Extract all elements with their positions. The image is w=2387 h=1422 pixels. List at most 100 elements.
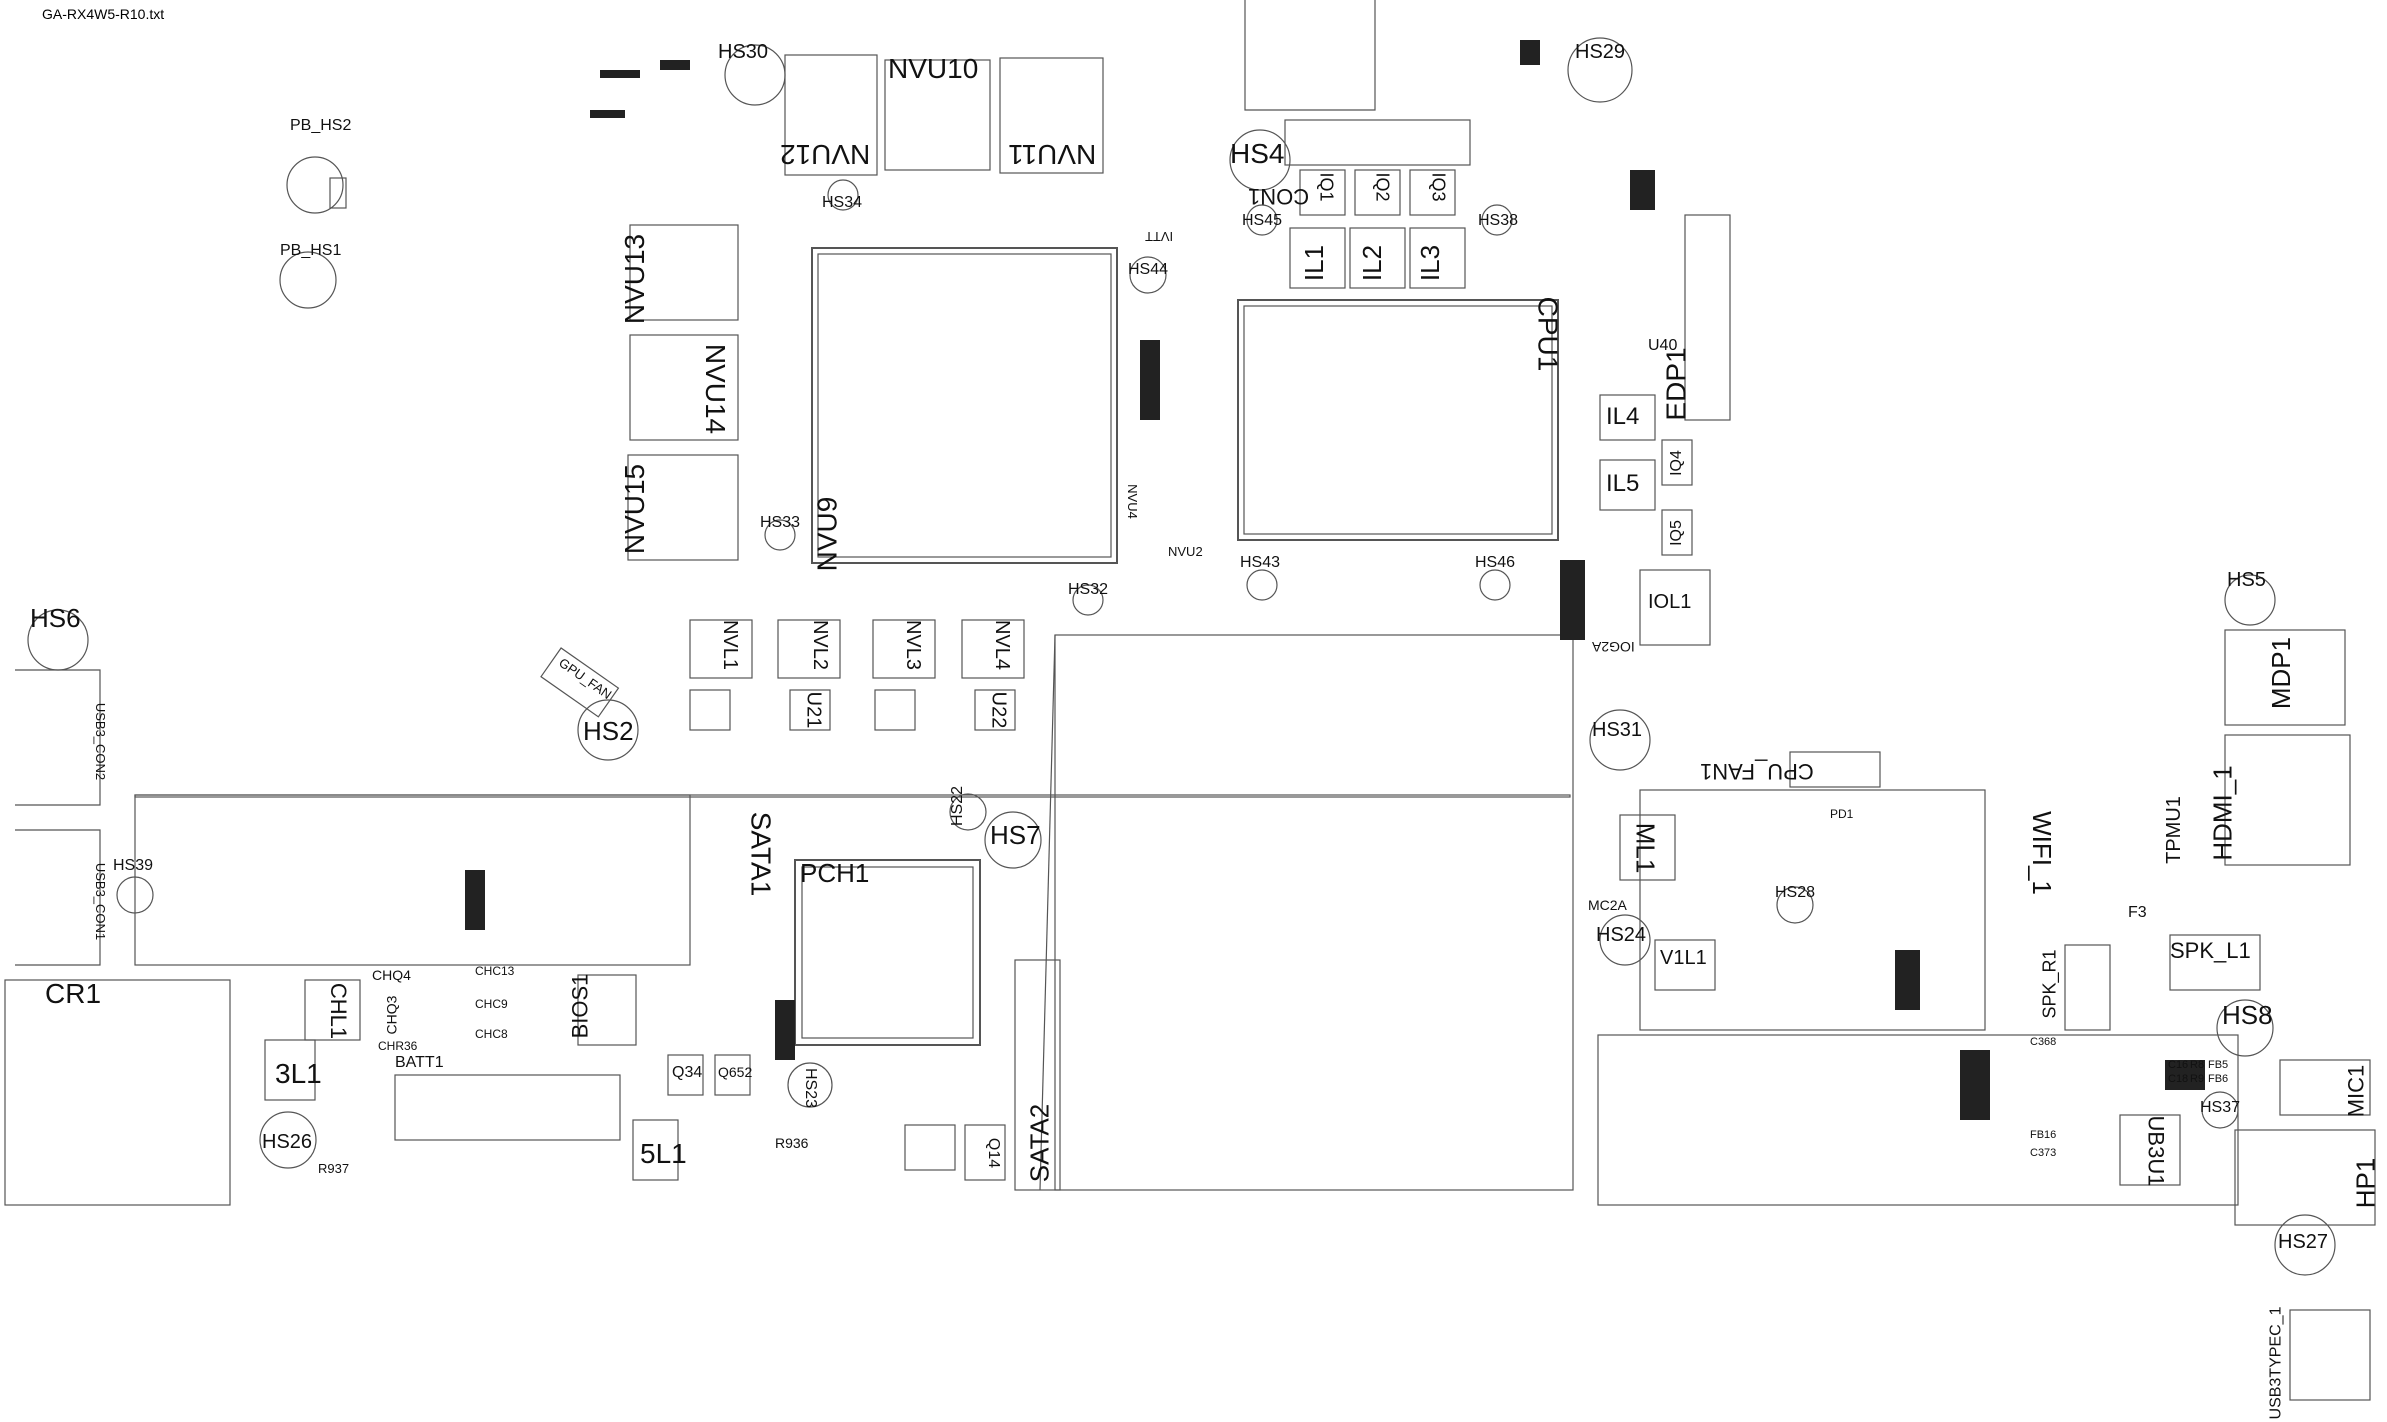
pb-hs2-hole xyxy=(286,156,344,214)
smd-cluster-5 xyxy=(1140,340,1160,420)
label-spk-l1: SPK_L1 xyxy=(2170,938,2251,963)
label-mc2a: MC2A xyxy=(1588,897,1627,913)
hs43-hole xyxy=(1246,569,1278,601)
smd-cluster-2 xyxy=(660,60,690,70)
mic1-jack xyxy=(2279,1059,2371,1116)
label-hs39: HS39 xyxy=(113,857,154,874)
bios1-chip xyxy=(577,974,637,1046)
label-chl1: CHL1 xyxy=(326,982,352,1040)
label-c368: C368 xyxy=(2030,1036,2057,1048)
chl1-inductor xyxy=(304,979,361,1041)
hs4-hole xyxy=(1229,129,1291,191)
label-chc8: CHC8 xyxy=(475,1027,508,1041)
label-pb-hs1: PB_HS1 xyxy=(280,242,342,259)
hs7-hole xyxy=(984,811,1042,869)
label-hs2: HS2 xyxy=(583,716,634,746)
nvu29-footprint xyxy=(689,689,731,731)
hs28-hole xyxy=(1776,886,1814,924)
cpu-fan1-connector xyxy=(1789,751,1881,788)
iol1-inductor xyxy=(1639,569,1711,646)
label-ub3u1: UB3U1 xyxy=(2143,1115,2169,1187)
file-title: GA-RX4W5-R10.txt xyxy=(42,6,165,22)
label-u40: U40 xyxy=(1648,337,1678,354)
hs29-hole xyxy=(1567,37,1633,103)
label-cr1: CR1 xyxy=(45,978,102,1009)
label-iog2a: IOG2A xyxy=(1592,639,1635,655)
nvl1-inductor xyxy=(689,619,753,679)
batt1-holder xyxy=(394,1074,621,1141)
usb3-con2-outline xyxy=(15,669,101,806)
label-tpmu1: TPMU1 xyxy=(2162,796,2185,864)
label-hs44: HS44 xyxy=(1128,261,1169,278)
label-iq4: IQ4 xyxy=(1667,450,1685,476)
pch1-inner xyxy=(801,866,974,1039)
label-nvu12: NVU12 xyxy=(780,139,871,170)
iq3-mosfet xyxy=(1409,169,1456,216)
v1l1-inductor xyxy=(1654,939,1716,991)
label-hs24: HS24 xyxy=(1596,924,1647,946)
label-hs8: HS8 xyxy=(2222,1000,2273,1030)
label-mic1: MIC1 xyxy=(2343,1064,2369,1118)
il3-inductor xyxy=(1409,227,1466,289)
label-sata2: SATA2 xyxy=(1024,1103,1055,1183)
label-hs4: HS4 xyxy=(1230,138,1285,169)
gpu-fan-connector xyxy=(540,647,620,718)
label-v1l1: V1L1 xyxy=(1660,947,1707,969)
label-hs32: HS32 xyxy=(1068,581,1109,598)
label-hs28: HS28 xyxy=(1775,884,1816,901)
hs37-hole xyxy=(2201,1091,2239,1129)
iq2-mosfet xyxy=(1354,169,1401,216)
label-il5: IL5 xyxy=(1606,470,1640,497)
label-r8: R8 xyxy=(2190,1059,2205,1071)
label-hs33: HS33 xyxy=(760,514,801,531)
left-board-edge xyxy=(134,794,691,966)
nvu11-chip xyxy=(999,57,1104,174)
label-il4: IL4 xyxy=(1606,403,1640,430)
label-chc13: CHC13 xyxy=(475,964,515,978)
usb-typec-connector xyxy=(2289,1309,2371,1401)
ub3u1-chip xyxy=(2119,1114,2181,1186)
label-usb3-con2: USB3_CON2 xyxy=(93,702,109,781)
label-pd1: PD1 xyxy=(1830,807,1854,821)
label-hdmi-1: HDMI_1 xyxy=(2207,765,2238,861)
label-r937: R937 xyxy=(318,1161,350,1176)
cpu1-chip xyxy=(1237,299,1559,541)
hdmi1-connector xyxy=(2224,734,2351,866)
il1-inductor xyxy=(1289,227,1346,289)
q34-mosfet xyxy=(667,1054,704,1096)
sata2-connector xyxy=(1014,959,1061,1191)
smd-cluster-10 xyxy=(465,870,485,930)
smd-cluster-1 xyxy=(600,70,640,78)
hs24-hole xyxy=(1599,914,1651,966)
label-hs34: HS34 xyxy=(822,194,863,211)
smd-cluster-12 xyxy=(2165,1060,2205,1090)
label-nvl1: NVL1 xyxy=(719,619,742,671)
label-hs6: HS6 xyxy=(30,603,81,633)
label-c18: C18 xyxy=(2168,1073,2189,1085)
label-5l1: 5L1 xyxy=(640,1138,687,1169)
ml1-inductor xyxy=(1619,814,1676,881)
nvu30-footprint xyxy=(874,689,916,731)
label-wifi-1: WIFI_1 xyxy=(2026,811,2057,895)
label-f3: F3 xyxy=(2128,904,2147,921)
hp1-jack xyxy=(2234,1129,2376,1226)
label-il2: IL2 xyxy=(1357,244,1388,282)
label-hs27: HS27 xyxy=(2278,1231,2329,1253)
label-nvl4: NVL4 xyxy=(991,619,1014,671)
mdp1-connector xyxy=(2224,629,2346,726)
nvu10-chip xyxy=(884,59,991,171)
label-nvu13: NVU13 xyxy=(619,233,651,325)
hs26-hole xyxy=(259,1111,317,1169)
label-sata1: SATA1 xyxy=(745,811,777,897)
nvu12-chip xyxy=(784,54,878,176)
nvl4-inductor xyxy=(961,619,1025,679)
cr1-card-reader xyxy=(4,979,231,1206)
hs23-hole xyxy=(787,1062,833,1108)
label-u21: U21 xyxy=(802,691,825,729)
smd-cluster-9 xyxy=(1960,1050,1990,1120)
label-hs37: HS37 xyxy=(2200,1099,2241,1116)
edp1-connector xyxy=(1684,214,1731,421)
nvu13-chip xyxy=(629,224,739,321)
pb-led1-footprint xyxy=(329,177,347,209)
